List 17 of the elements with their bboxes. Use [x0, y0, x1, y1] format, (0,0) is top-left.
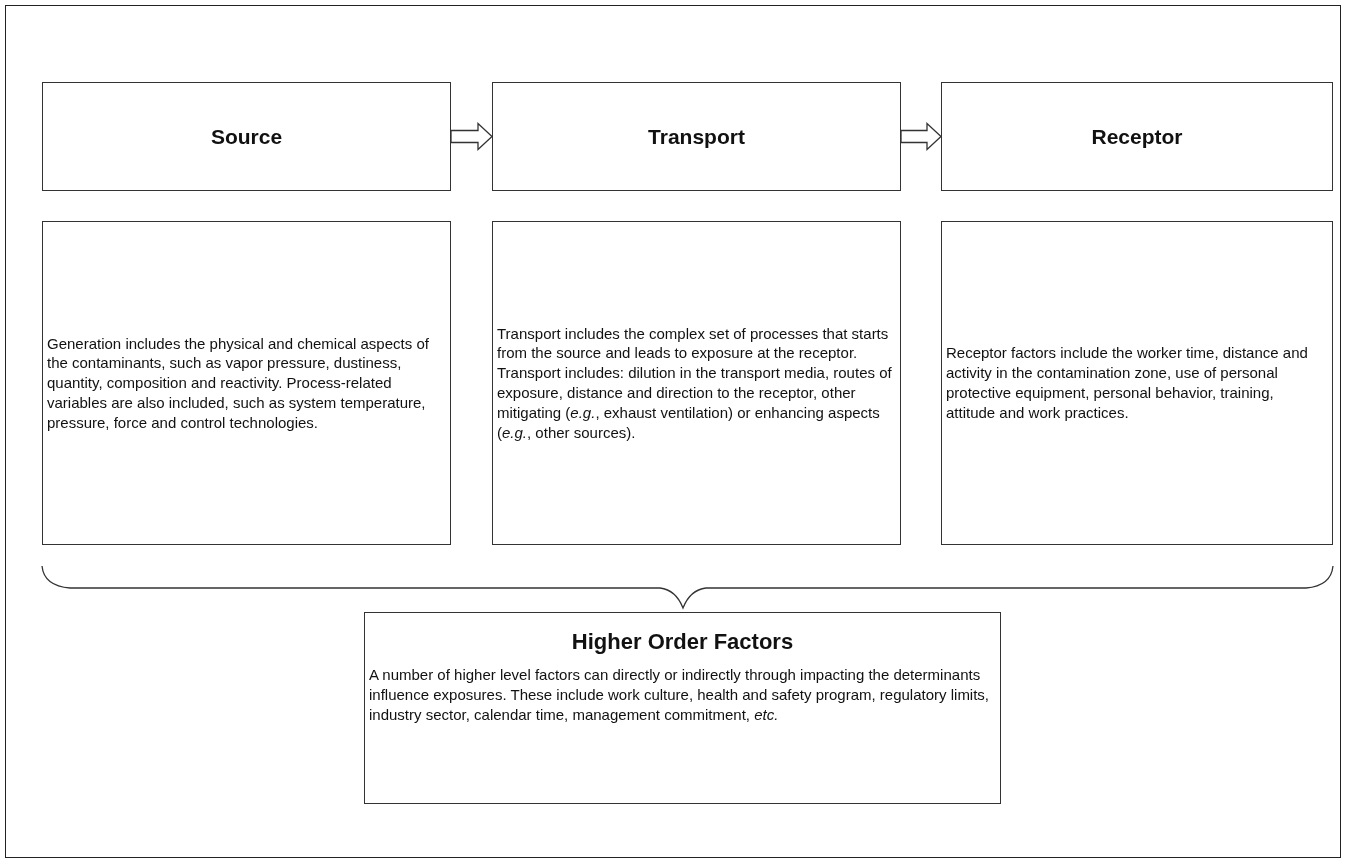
heading: Transport — [647, 124, 746, 149]
description-text: A number of higher level factors can directly or indirectly through impacting the determinants influence exposures. These include work culture, health and safety program, regulatory limits, industry sector, calendar time, management commitment, etc. — [368, 665, 991, 725]
description-text: Receptor factors include the worker time, distance and activity in the contamination zone, use of personal protective equipment, personal behavior, training, attitude and work practices. — [945, 343, 1309, 423]
description-box — [42, 221, 451, 545]
hollow-arrow — [900, 122, 942, 151]
heading: Receptor — [1090, 124, 1184, 149]
heading: Source — [209, 124, 284, 149]
stage-box — [941, 82, 1333, 191]
description-text: Generation includes the physical and chemical aspects of the contaminants, such as vapor pressure, dustiness, quantity, composition and reactivity. Process-related variables are also included, such as system temperature, pressure, force and control technologies. — [46, 333, 430, 433]
description-text: Transport includes the complex set of processes that starts from the source and leads to exposure at the receptor. Transport includes: dilution in the transport media, routes of exposure, distance and direction to the receptor, other mitigating (e.g., exhaust ventilation) or enhancing aspects (e.g., other sources). — [496, 323, 893, 443]
factors-box — [364, 612, 1001, 804]
heading: Higher Order Factors — [570, 629, 795, 655]
description-box — [941, 221, 1333, 545]
stage-box — [492, 82, 901, 191]
description-box — [492, 221, 901, 545]
hollow-arrow — [450, 122, 493, 151]
stage-box — [42, 82, 451, 191]
